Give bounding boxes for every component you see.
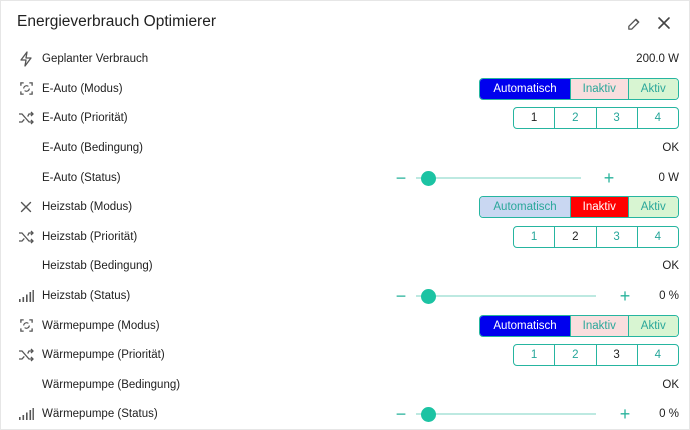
slider-track[interactable] xyxy=(416,295,596,298)
row-value: 0 % xyxy=(659,408,679,421)
row-heizstab-modus: Heizstab (Modus) Automatisch Inaktiv Akt… xyxy=(1,193,690,223)
shuffle-icon xyxy=(17,109,35,127)
priority-option-2[interactable]: 2 xyxy=(555,226,597,247)
row-eauto-bedingung: E-Auto (Bedingung) OK xyxy=(1,133,690,163)
slider-track[interactable] xyxy=(416,176,581,179)
status-slider: − + xyxy=(394,168,617,188)
decrease-button[interactable]: − xyxy=(395,286,407,307)
mode-selector: Automatisch Inaktiv Aktiv xyxy=(479,314,679,337)
row-waermepumpe-bedingung: Wärmepumpe (Bedingung) OK xyxy=(1,370,690,400)
mode-option-automatisch[interactable]: Automatisch xyxy=(480,197,572,218)
mode-option-inaktiv[interactable]: Inaktiv xyxy=(571,197,629,218)
row-value: OK xyxy=(662,378,679,391)
mode-selector: Automatisch Inaktiv Aktiv xyxy=(479,77,679,100)
increase-button[interactable]: + xyxy=(603,167,615,188)
row-label: Wärmepumpe (Status) xyxy=(42,408,158,421)
priority-option-2[interactable]: 2 xyxy=(555,345,597,366)
row-heizstab-bedingung: Heizstab (Bedingung) OK xyxy=(1,252,690,282)
priority-option-4[interactable]: 4 xyxy=(654,112,662,125)
priority-option-2[interactable]: 2 xyxy=(555,108,597,129)
row-label: Geplanter Verbrauch xyxy=(42,53,149,66)
priority-option-1[interactable]: 1 xyxy=(514,345,556,366)
row-value: 0 W xyxy=(658,171,679,184)
row-label: Wärmepumpe (Bedingung) xyxy=(42,378,181,391)
mode-option-aktiv[interactable]: Aktiv xyxy=(628,315,678,336)
row-label: Wärmepumpe (Modus) xyxy=(42,319,160,332)
row-value: OK xyxy=(662,260,679,273)
row-waermepumpe-modus: Wärmepumpe (Modus) Automatisch Inaktiv A… xyxy=(1,311,690,341)
close-icon[interactable] xyxy=(654,13,674,33)
priority-selector: 1 2 3 4 xyxy=(513,344,679,367)
slider-track[interactable] xyxy=(416,413,596,416)
pencil-icon[interactable] xyxy=(624,13,644,33)
priority-option-4[interactable]: 4 xyxy=(654,230,662,243)
slider-thumb[interactable] xyxy=(421,289,436,305)
row-eauto-prioritaet: E-Auto (Priorität) 1 2 3 4 xyxy=(1,104,690,134)
decrease-button[interactable]: − xyxy=(395,167,407,188)
shuffle-icon xyxy=(17,228,35,246)
mode-option-aktiv[interactable]: Aktiv xyxy=(628,78,678,99)
row-label: E-Auto (Modus) xyxy=(42,82,123,95)
row-label: E-Auto (Bedingung) xyxy=(42,142,144,155)
priority-option-3[interactable]: 3 xyxy=(597,108,638,129)
mode-selector: Automatisch Inaktiv Aktiv xyxy=(479,196,679,219)
row-label: Heizstab (Bedingung) xyxy=(42,260,153,273)
shuffle-icon xyxy=(17,346,35,364)
card-title: Energieverbrauch Optimierer xyxy=(17,13,217,30)
status-slider: − + xyxy=(394,286,634,306)
flash-icon xyxy=(17,50,35,68)
priority-selector: 1 2 3 4 xyxy=(513,107,679,130)
row-label: E-Auto (Status) xyxy=(42,171,121,184)
row-geplanter-verbrauch: Geplanter Verbrauch 200.0 W xyxy=(1,45,690,75)
mode-option-automatisch[interactable]: Automatisch xyxy=(480,315,572,336)
signal-bars-icon xyxy=(17,405,35,423)
card-header: Energieverbrauch Optimierer xyxy=(1,1,690,45)
row-value: OK xyxy=(662,142,679,155)
row-eauto-status: E-Auto (Status) − + 0 W xyxy=(1,163,690,193)
decrease-button[interactable]: − xyxy=(395,404,407,425)
priority-option-3[interactable]: 3 xyxy=(597,345,638,366)
auto-mode-icon xyxy=(17,80,35,98)
priority-option-3[interactable]: 3 xyxy=(597,226,638,247)
slider-thumb[interactable] xyxy=(421,407,436,423)
close-x-icon xyxy=(17,198,35,216)
row-waermepumpe-status: Wärmepumpe (Status) − + 0 % xyxy=(1,400,690,430)
row-value: 200.0 W xyxy=(636,53,679,66)
row-value: 0 % xyxy=(659,290,679,303)
increase-button[interactable]: + xyxy=(619,286,631,307)
row-eauto-modus: E-Auto (Modus) Automatisch Inaktiv Aktiv xyxy=(1,74,690,104)
status-slider: − + xyxy=(394,404,634,424)
row-waermepumpe-prioritaet: Wärmepumpe (Priorität) 1 2 3 4 xyxy=(1,341,690,371)
auto-mode-icon xyxy=(17,317,35,335)
signal-bars-icon xyxy=(17,287,35,305)
priority-option-1[interactable]: 1 xyxy=(514,226,556,247)
priority-option-1[interactable]: 1 xyxy=(514,108,556,129)
row-label: Heizstab (Priorität) xyxy=(42,230,138,243)
priority-selector: 1 2 3 4 xyxy=(513,225,679,248)
row-heizstab-status: Heizstab (Status) − + 0 % xyxy=(1,281,690,311)
slider-thumb[interactable] xyxy=(421,170,436,186)
priority-option-4[interactable]: 4 xyxy=(654,349,662,362)
mode-option-inaktiv[interactable]: Inaktiv xyxy=(571,315,629,336)
row-label: E-Auto (Priorität) xyxy=(42,112,128,125)
mode-option-inaktiv[interactable]: Inaktiv xyxy=(571,78,629,99)
increase-button[interactable]: + xyxy=(619,404,631,425)
row-label: Heizstab (Modus) xyxy=(42,201,133,214)
mode-option-aktiv[interactable]: Aktiv xyxy=(628,197,678,218)
row-label: Wärmepumpe (Priorität) xyxy=(42,349,165,362)
row-heizstab-prioritaet: Heizstab (Priorität) 1 2 3 4 xyxy=(1,222,690,252)
mode-option-automatisch[interactable]: Automatisch xyxy=(480,78,572,99)
row-label: Heizstab (Status) xyxy=(42,290,131,303)
